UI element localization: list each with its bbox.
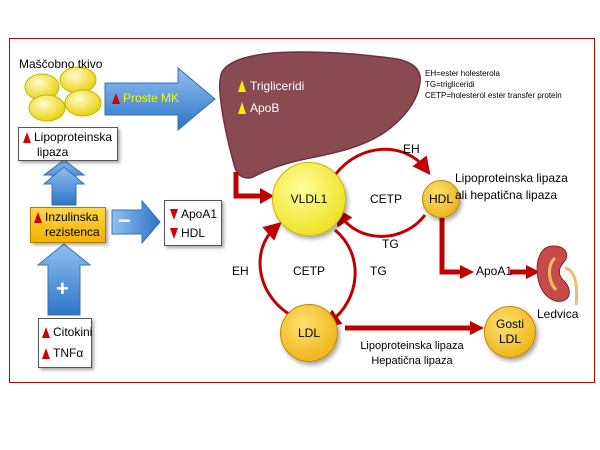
down-arrow-icon bbox=[170, 228, 178, 239]
liver-triglycerides: Trigliceridi bbox=[250, 79, 305, 93]
up-arrow-plus bbox=[36, 243, 92, 316]
up-arrow-icon bbox=[23, 132, 31, 143]
liver-to-vldl-arrow bbox=[233, 172, 262, 199]
up-arrow-insulin-top bbox=[42, 166, 86, 206]
adipose-cells bbox=[24, 66, 102, 122]
up-arrow-icon bbox=[238, 102, 246, 114]
minus-sign: − bbox=[118, 208, 131, 233]
apoa1-right-label: ApoA1 bbox=[476, 264, 513, 278]
ldl-particle: LDL bbox=[280, 304, 338, 362]
up-arrow-icon bbox=[34, 212, 42, 223]
kidney-label: Ledvica bbox=[537, 307, 579, 321]
hdl-to-apoa1-arrow bbox=[439, 218, 462, 275]
diagram-frame bbox=[9, 38, 595, 383]
up-arrow-icon bbox=[112, 92, 120, 104]
legend-tg: TG=trigliceridi bbox=[425, 80, 475, 89]
adipose-label: Maščobno tkivo bbox=[19, 57, 103, 71]
ldl-lipase-label: Lipoproteinska lipaza Hepatična lipaza bbox=[360, 340, 464, 367]
legend-cetp: CETP=holesterol ester transfer protein bbox=[425, 91, 562, 100]
liver-shape bbox=[218, 51, 421, 179]
legend-eh: EH=ester holesterola bbox=[425, 69, 500, 78]
dense-ldl-particle: Gosti LDL bbox=[484, 306, 536, 358]
top-cycle-cetp: CETP bbox=[370, 192, 403, 206]
vldl-particle: VLDL1 bbox=[272, 162, 346, 236]
up-arrow-icon bbox=[238, 80, 246, 92]
bottom-cycle-cetp: CETP bbox=[293, 264, 326, 278]
proste-mk-label: Proste MK bbox=[112, 91, 179, 105]
liver-apob: ApoB bbox=[250, 101, 280, 115]
cycle-bottom-arc bbox=[334, 207, 427, 238]
minus-arrow bbox=[111, 199, 161, 245]
kidney-icon bbox=[536, 245, 579, 306]
apoa1-hdl-box: ApoA1 HDL bbox=[164, 200, 222, 246]
top-cycle-eh: EH bbox=[403, 142, 420, 156]
cycle-top-arc bbox=[333, 147, 431, 176]
cytokines-box: Citokini TNFα bbox=[38, 318, 92, 368]
proste-mk-arrow bbox=[104, 66, 216, 132]
lipoprotein-lipase-box: Lipoproteinska lipaza bbox=[18, 127, 118, 161]
liver-labels: Trigliceridi ApoB bbox=[238, 75, 304, 119]
cycle-right-arc bbox=[322, 228, 357, 328]
legend: EH=ester holesterola TG=trigliceridi CET… bbox=[425, 68, 562, 101]
insulin-resistance-box: Inzulinska rezistenca bbox=[30, 207, 106, 243]
up-arrow-icon bbox=[42, 327, 50, 338]
down-arrow-icon bbox=[170, 209, 178, 220]
top-cycle-tg: TG bbox=[382, 237, 399, 251]
hdl-lipase-label: Lipoproteinska lipaza ali hepatična lipa… bbox=[455, 171, 568, 202]
bottom-cycle-eh: EH bbox=[232, 264, 249, 278]
hdl-particle: HDL bbox=[422, 180, 460, 218]
plus-sign: + bbox=[56, 276, 69, 301]
bottom-cycle-tg: TG bbox=[370, 264, 387, 278]
up-arrow-icon bbox=[42, 348, 50, 359]
cycle-left-arc bbox=[258, 222, 301, 322]
